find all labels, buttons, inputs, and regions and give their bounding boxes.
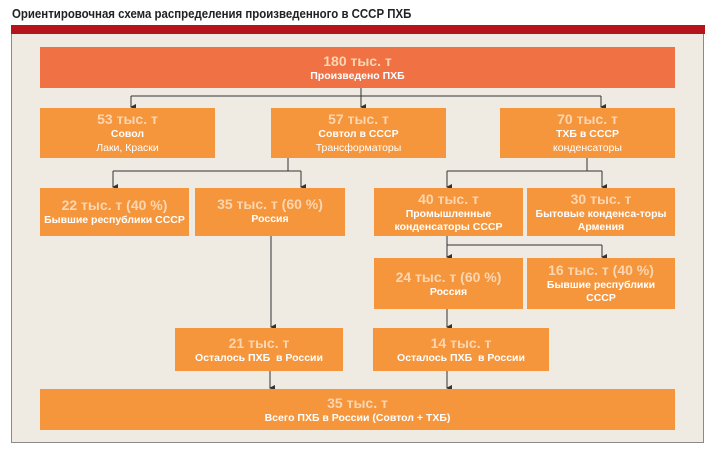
node-total: 35 тыс. т Всего ПХБ в России (Совтол + Т… (40, 389, 675, 430)
node-produced: 180 тыс. т Произведено ПХБ (40, 47, 675, 88)
label: Промышленные конденсаторы СССР (394, 207, 503, 233)
label: Совтол в СССР (318, 128, 399, 140)
label: ТХБ в СССР (555, 128, 619, 140)
node-tkhb-russia: 24 тыс. т (60 %) Россия (374, 258, 523, 309)
amount: 35 тыс. т (327, 394, 388, 411)
header-bar (11, 25, 705, 34)
label: Бывшие республики СССР (546, 279, 656, 304)
connector-industrial (446, 236, 602, 246)
node-tkhb-former: 16 тыс. т (40 %) Бывшие республики СССР (527, 258, 675, 309)
label: Произведено ПХБ (310, 69, 405, 82)
amount: 180 тыс. т (323, 52, 392, 69)
connector-top (131, 88, 601, 97)
sublabel: Трансформаторы (315, 142, 402, 154)
amount: 70 тыс. т (557, 111, 618, 127)
amount: 16 тыс. т (40 %) (548, 262, 654, 278)
amount: 57 тыс. т (328, 111, 389, 127)
amount: 30 тыс. т (570, 190, 632, 207)
connector-tkhb (447, 158, 602, 172)
node-sovtol: 57 тыс. т Совтол в СССР Трансформаторы (271, 108, 446, 158)
diagram-title: Ориентировочная схема распределения прои… (12, 6, 412, 21)
label: Всего ПХБ в России (Совтол + ТХБ) (264, 411, 451, 424)
amount: 21 тыс. т (228, 334, 290, 351)
sublabel: конденсаторы (553, 142, 622, 154)
label: Бывшие республики СССР (44, 214, 185, 226)
amount: 35 тыс. т (60 %) (217, 196, 323, 212)
label: Осталось ПХБ в России (397, 351, 525, 364)
node-sovtol-russia: 35 тыс. т (60 %) Россия (195, 188, 345, 236)
node-tkhb: 70 тыс. т ТХБ в СССР конденсаторы (500, 108, 675, 158)
label: Осталось ПХБ в России (195, 351, 323, 364)
amount: 53 тыс. т (97, 111, 158, 127)
node-household: 30 тыс. т Бытовые конденса-торы Армения (527, 188, 675, 236)
amount: 22 тыс. т (40 %) (61, 197, 168, 213)
label: Бытовые конденса-торы Армения (535, 207, 667, 233)
amount: 24 тыс. т (60 %) (395, 268, 502, 285)
node-left-remaining: 21 тыс. т Осталось ПХБ в России (175, 328, 343, 371)
amount: 40 тыс. т (418, 190, 479, 207)
amount: 14 тыс. т (430, 334, 492, 351)
node-industrial: 40 тыс. т Промышленные конденсаторы СССР (374, 188, 523, 236)
connector-sovtol (113, 158, 301, 172)
node-sovol: 53 тыс. т Совол Лаки, Краски (40, 108, 215, 158)
node-sovtol-former: 22 тыс. т (40 %) Бывшие республики СССР (40, 188, 189, 236)
label: Совол (110, 128, 145, 140)
sublabel: Лаки, Краски (96, 142, 159, 154)
label: Россия (251, 213, 289, 225)
label: Россия (429, 285, 468, 298)
node-right-remaining: 14 тыс. т Осталось ПХБ в России (373, 328, 549, 371)
